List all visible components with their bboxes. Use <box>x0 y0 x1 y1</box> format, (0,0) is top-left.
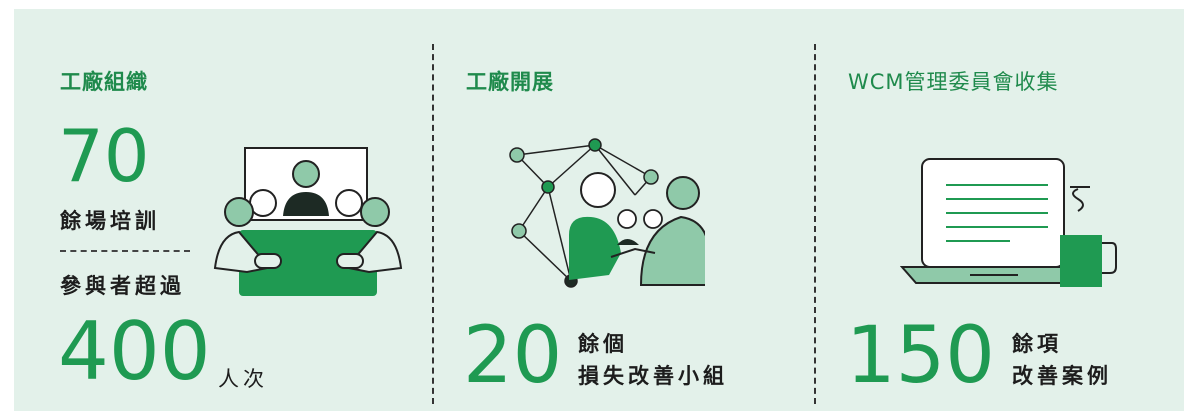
meeting-illustration <box>213 147 403 296</box>
column-title-factory-development: 工廠開展 <box>466 70 554 94</box>
case-unit: 餘項 <box>1012 332 1062 356</box>
training-count: 70 <box>58 114 150 198</box>
column-title-wcm-committee: WCM管理委員會收集 <box>848 70 1059 94</box>
column-divider-2 <box>814 44 816 404</box>
case-label: 改善案例 <box>1012 364 1112 388</box>
separator-dash <box>60 250 190 252</box>
laptop-illustration <box>900 158 1117 287</box>
training-label: 餘場培訓 <box>60 209 160 233</box>
column-divider-1 <box>432 44 434 404</box>
case-count: 150 <box>846 311 995 401</box>
participants-unit: 人次 <box>218 367 268 391</box>
participants-label: 參與者超過 <box>60 274 185 298</box>
column-title-factory-organization: 工廠組織 <box>60 70 148 94</box>
network-illustration <box>509 138 705 288</box>
participants-count: 400 <box>58 305 211 398</box>
group-label: 損失改善小組 <box>578 364 728 388</box>
group-unit: 餘個 <box>578 332 628 356</box>
group-count: 20 <box>463 311 563 401</box>
